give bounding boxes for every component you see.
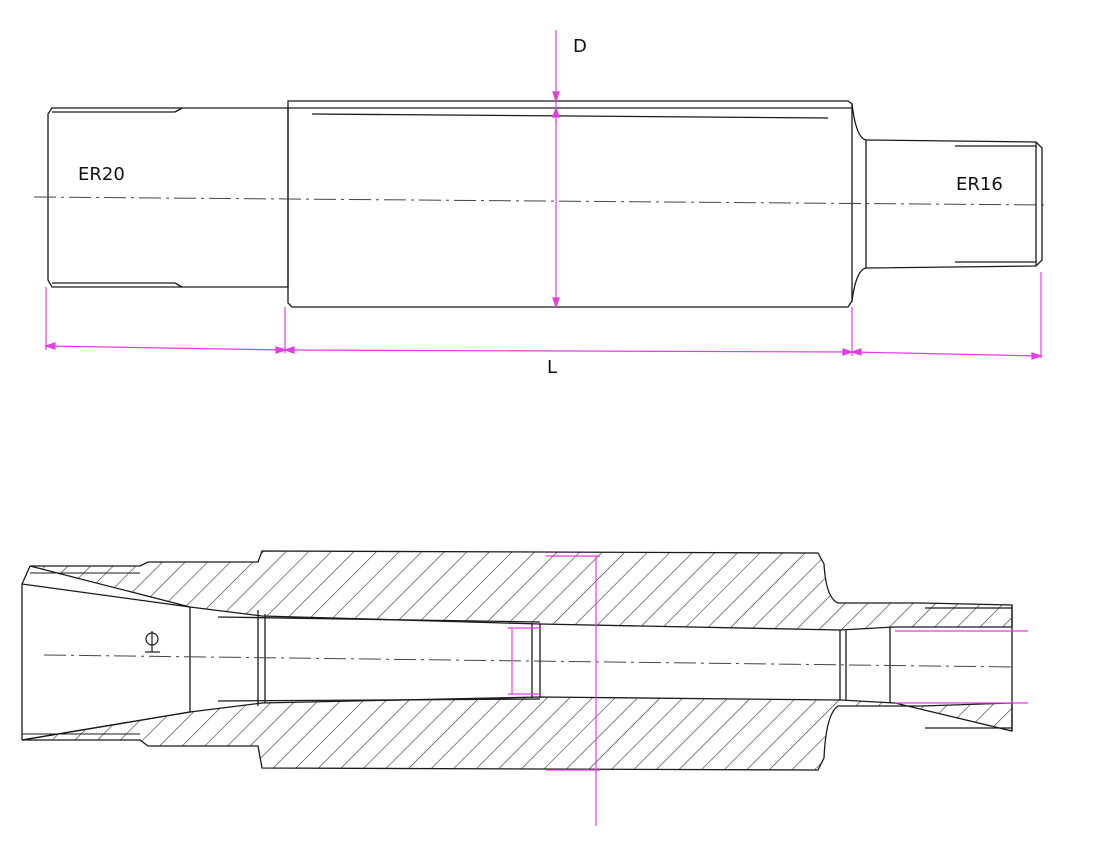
er16-thread-section bbox=[865, 139, 1043, 269]
datum-symbol-icon bbox=[145, 631, 160, 653]
er16-label: ER16 bbox=[956, 174, 1003, 195]
lower-wall-hatch bbox=[21, 696, 1013, 771]
dimension-lines-bottom bbox=[508, 555, 1028, 826]
dimension-lines-top bbox=[44, 30, 1043, 360]
centerline-top bbox=[33, 196, 1049, 206]
er20-label: ER20 bbox=[78, 164, 125, 185]
neck-fillet bbox=[851, 103, 867, 302]
centerline-bottom bbox=[43, 654, 1016, 668]
length-label: L bbox=[547, 357, 558, 378]
section-view bbox=[21, 550, 1013, 771]
diameter-label: D bbox=[573, 36, 587, 57]
main-body bbox=[287, 100, 853, 308]
upper-wall-hatch bbox=[29, 550, 1013, 631]
exterior-view bbox=[47, 100, 1043, 308]
